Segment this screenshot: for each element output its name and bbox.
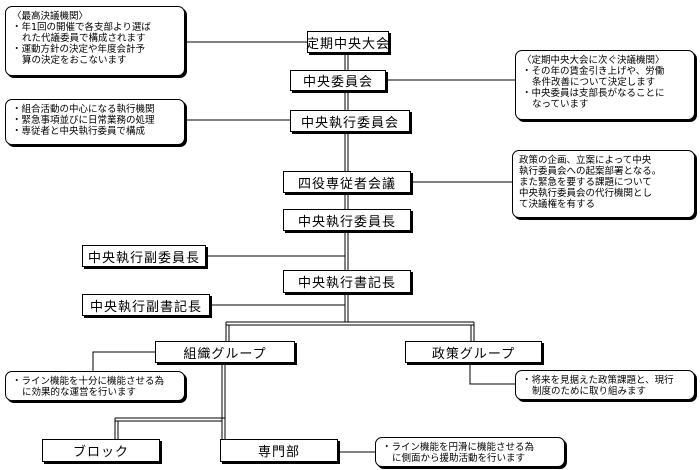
convention-note: 〈最高決議機関〉 年1回の開催で各支部より選ば れた代議委員で構成されます 運動… — [5, 6, 185, 76]
four-officers-box: 四役専従者会議 — [283, 171, 411, 193]
four-officers-note-line: 中央執行委員会の代行機関とし — [519, 188, 653, 199]
convention-note-item: 運動方針の決定や年度会計予 — [12, 44, 178, 55]
central-committee-note-header: 〈定期中央大会に次ぐ決議機関〉 — [522, 55, 665, 66]
executive-committee-note-item: 緊急事項並びに日常業務の処理 — [12, 115, 178, 126]
central-committee-note-item-cont: なっています — [532, 99, 589, 110]
executive-committee-note-item: 専従者と中央執行委員で構成 — [12, 126, 178, 137]
executive-committee-box: 中央執行委員会 — [290, 110, 410, 132]
block-label: ブロック — [72, 445, 129, 460]
convention-label: 定期中央大会 — [306, 36, 391, 52]
executive-committee-note: 組合活動の中心になる執行機関 緊急事項並びに日常業務の処理 専従者と中央執行委員… — [5, 99, 185, 145]
policy-group-note-item: 将来を見据えた政策課題と、現行 — [522, 375, 688, 386]
central-committee-label: 中央委員会 — [302, 75, 373, 90]
vice-chairman-box: 中央執行副委員長 — [82, 245, 206, 267]
block-box: ブロック — [42, 439, 160, 462]
specialist-dept-box: 専門部 — [220, 439, 338, 462]
policy-group-note-item-cont: 制度のために取り組みます — [532, 386, 647, 397]
central-committee-box: 中央委員会 — [290, 70, 386, 91]
four-officers-note-line: 執行委員会への起案部署となる。 — [519, 166, 662, 177]
vice-chairman-label: 中央執行副委員長 — [87, 250, 200, 266]
chairman-label: 中央執行委員長 — [297, 214, 396, 230]
convention-note-header: 〈最高決議機関〉 — [12, 11, 89, 22]
specialist-dept-label: 専門部 — [257, 445, 300, 460]
four-officers-label: 四役専従者会議 — [297, 176, 396, 192]
four-officers-note-line: また緊急を要する課題について — [519, 177, 652, 188]
secretary-general-label: 中央執行書記長 — [297, 276, 396, 291]
deputy-secretary-label: 中央執行副書記長 — [89, 299, 202, 315]
specialist-dept-note-item: ライン機能を円滑に機能させる為 — [382, 442, 558, 453]
convention-note-item: 年1回の開催で各支部より選ば — [12, 22, 178, 33]
executive-committee-note-item: 組合活動の中心になる執行機関 — [12, 104, 178, 115]
deputy-secretary-box: 中央執行副書記長 — [82, 294, 210, 316]
convention-box: 定期中央大会 — [306, 31, 391, 53]
organization-group-label: 組織グループ — [183, 346, 267, 362]
policy-group-label: 政策グループ — [431, 346, 516, 362]
four-officers-note-line: て決議権を有する — [519, 199, 596, 210]
organization-group-box: 組織グループ — [155, 341, 295, 363]
executive-committee-label: 中央執行委員会 — [300, 115, 399, 131]
specialist-dept-note: ライン機能を円滑に機能させる為 に側面から援助活動を行います — [375, 437, 565, 467]
central-committee-note-item: その年の賃金引き上げや、労働 — [522, 66, 688, 77]
secretary-general-box: 中央執行書記長 — [283, 270, 411, 293]
central-committee-note-item: 中央委員は支部長がなることに — [522, 88, 688, 99]
organization-group-note-item: ライン機能を十分に機能させる為 — [12, 376, 178, 387]
convention-note-item-cont: 算の決定をおこないます — [22, 55, 127, 66]
convention-note-item-cont: れた代議委員で構成されます — [22, 33, 146, 44]
policy-group-note: 将来を見据えた政策課題と、現行 制度のために取り組みます — [515, 370, 695, 400]
chairman-box: 中央執行委員長 — [283, 209, 411, 231]
specialist-dept-note-item-cont: に側面から援助活動を行います — [392, 453, 526, 464]
four-officers-note-line: 政策の企画、立案によって中央 — [519, 155, 652, 166]
central-committee-note-item-cont: 条件改善について決定します — [532, 77, 656, 88]
organization-group-note: ライン機能を十分に機能させる為 に効果的な運営を行います — [5, 371, 185, 401]
central-committee-note: 〈定期中央大会に次ぐ決議機関〉 その年の賃金引き上げや、労働 条件改善について決… — [515, 50, 695, 120]
organization-group-note-item-cont: に効果的な運営を行います — [22, 387, 137, 398]
policy-group-box: 政策グループ — [405, 341, 542, 363]
four-officers-note: 政策の企画、立案によって中央 執行委員会への起案部署となる。 また緊急を要する課… — [512, 150, 695, 218]
